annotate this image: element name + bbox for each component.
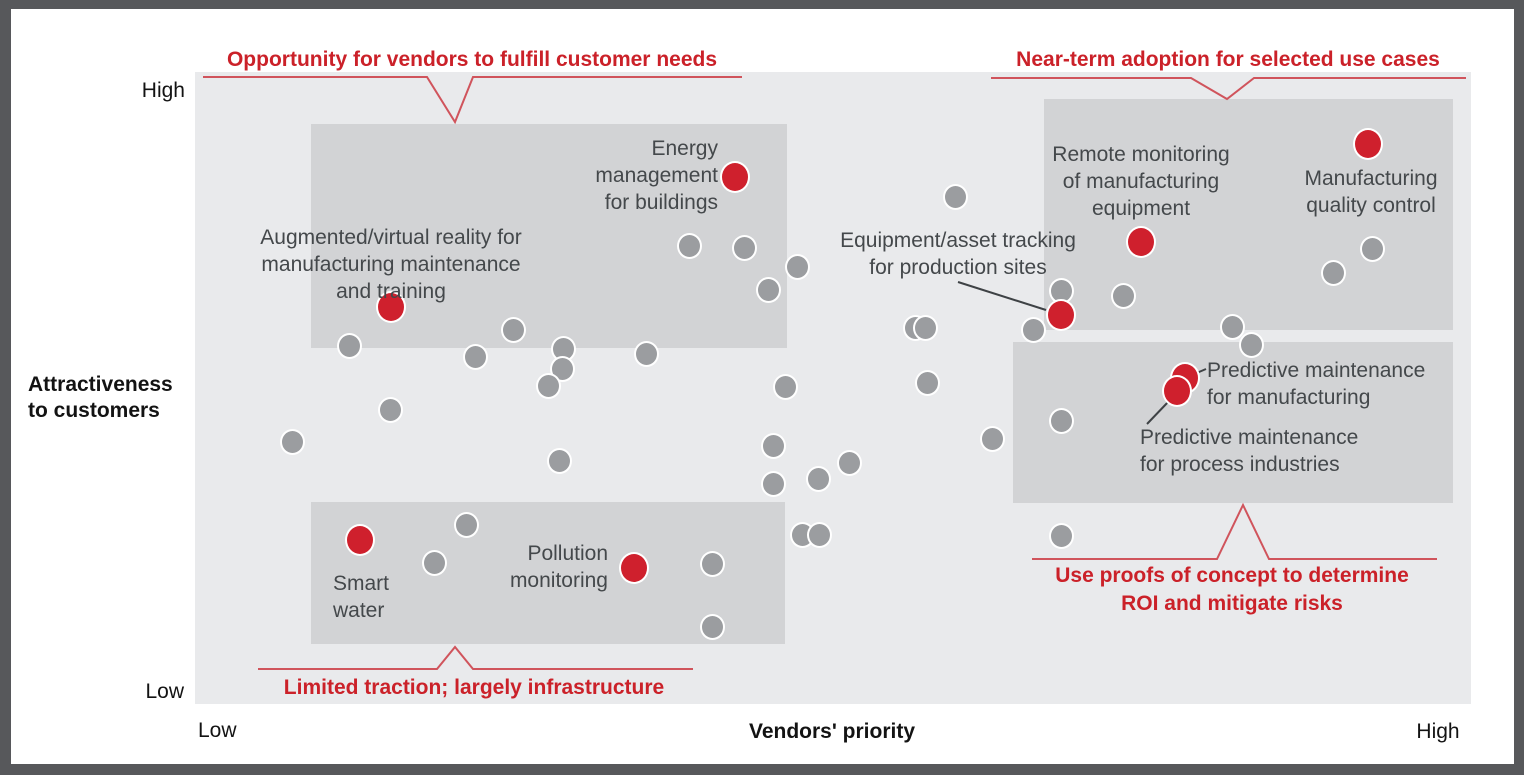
background-data-point [1048,408,1074,434]
data-point-equipment-asset-tracking [1046,299,1076,331]
background-data-point [549,356,575,382]
background-data-point [535,373,561,399]
bottom-right-bracket-line [1032,502,1437,560]
callout-bottom-left: Limited traction; largely infrastructure [283,676,665,699]
background-data-point [1110,283,1136,309]
y-axis-high-label: High [141,79,185,102]
background-data-point [760,471,786,497]
background-data-point [699,551,725,577]
background-data-point [805,466,831,492]
predictive-process-pointer-line [1146,400,1170,425]
background-data-point [1238,332,1264,358]
background-data-point [1359,236,1385,262]
x-axis-low-label: Low [198,719,237,742]
callout-bottom-right: Use proofs of concept to determine ROI a… [1055,562,1409,618]
background-data-point [979,426,1005,452]
y-axis-title: Attractiveness to customers [28,372,173,424]
callout-bottom-right-line2: ROI and mitigate risks [1121,592,1343,615]
top-left-bracket-line [203,76,742,125]
equipment-asset-tracking-pointer-line [957,281,1047,311]
y-axis-title-line1: Attractiveness [28,373,173,396]
background-data-point [836,450,862,476]
data-point-remote-monitoring-of-manufacturing-equipment [1126,226,1156,258]
data-point-smart-water [345,524,375,556]
data-point-energy-management-for-buildings [720,161,750,193]
y-axis-title-line2: to customers [28,399,160,422]
quadrant-box-proofs-of-concept [1013,342,1453,503]
background-data-point [699,614,725,640]
background-data-point [731,235,757,261]
background-data-point [1219,314,1245,340]
background-data-point [772,374,798,400]
background-data-point [546,448,572,474]
background-data-point [755,277,781,303]
callout-bottom-right-line1: Use proofs of concept to determine [1055,564,1409,587]
bottom-left-bracket-line [258,645,693,670]
background-data-point [676,233,702,259]
background-data-point [633,341,659,367]
background-data-point [806,522,832,548]
background-data-point [500,317,526,343]
background-data-point [942,184,968,210]
background-data-point [279,429,305,455]
background-data-point [784,254,810,280]
background-data-point [453,512,479,538]
x-axis-high-label: High [1416,720,1460,743]
callout-top-right: Near-term adoption for selected use case… [1016,48,1440,71]
data-point-manufacturing-quality-control [1353,128,1383,160]
background-data-point [336,333,362,359]
background-data-point [1048,523,1074,549]
data-point-pollution-monitoring [619,552,649,584]
background-data-point [1020,317,1046,343]
callout-top-left: Opportunity for vendors to fulfill custo… [226,48,718,71]
data-point-predictive-maintenance-for-process-industries [1162,375,1192,407]
x-axis-title: Vendors' priority [748,720,916,743]
background-data-point [421,550,447,576]
background-data-point [914,370,940,396]
background-data-point [760,433,786,459]
background-data-point [1320,260,1346,286]
data-point-augmented-virtual-reality [376,291,406,323]
top-right-bracket-line [991,77,1466,101]
background-data-point [912,315,938,341]
background-data-point [462,344,488,370]
y-axis-low-label: Low [145,680,184,703]
background-data-point [377,397,403,423]
